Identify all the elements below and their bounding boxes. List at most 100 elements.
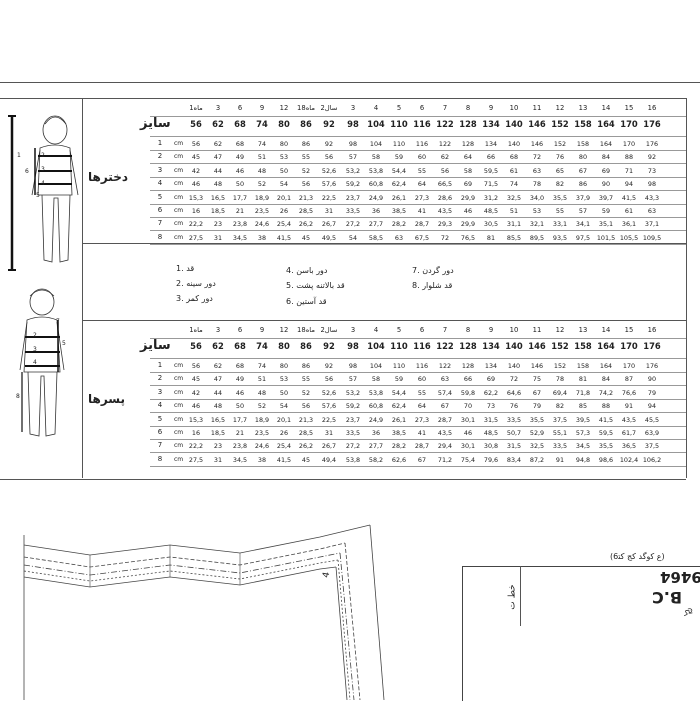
table-cell: 30,8	[483, 442, 499, 451]
table-cell: 36,5	[621, 442, 637, 451]
girl-measure-5: 5	[36, 192, 40, 199]
table-cell: 64	[463, 153, 473, 162]
row-number: 6	[157, 428, 163, 436]
size-cell: 170	[620, 341, 638, 351]
size-cell: 68	[234, 341, 246, 351]
table-cell: 62	[440, 153, 450, 162]
table-cell: 41	[417, 429, 427, 437]
table-cell: 64	[417, 180, 427, 189]
age-header-cell: 10	[509, 326, 519, 334]
table-cell: 60	[417, 153, 427, 162]
table-row-divider	[150, 230, 686, 232]
table-cell: 69	[601, 166, 611, 175]
table-cell: 65	[555, 166, 565, 175]
table-cell: 52,9	[529, 429, 545, 437]
row-number: 7	[157, 441, 163, 450]
table-cell: 85	[578, 402, 588, 411]
size-cell: 122	[436, 341, 454, 351]
table-cell: 59	[394, 375, 404, 384]
table-cell: 87,2	[529, 455, 545, 464]
row-number: 1	[157, 361, 163, 369]
table-cell: 27,5	[188, 455, 204, 464]
table-cell: 128	[461, 362, 475, 370]
table-cell: 15,3	[188, 193, 204, 202]
table-cell: 122	[438, 362, 452, 370]
table-cell: 134	[484, 140, 498, 148]
table-cell: 64,6	[506, 388, 522, 397]
age-header-cell: 12	[555, 104, 565, 112]
table-cell: 31	[324, 429, 334, 437]
table-cell: 93,5	[552, 233, 568, 242]
size-cell: 104	[367, 341, 385, 351]
size-cell: 128	[459, 119, 477, 129]
table-cell: 16,5	[210, 415, 226, 424]
unit-cell: cm	[174, 180, 184, 188]
table-cell: 48	[257, 166, 267, 175]
table-cell: 98	[348, 140, 358, 148]
table-cell: 67	[417, 455, 427, 464]
table-cell: 44	[213, 388, 223, 397]
table-cell: 53,8	[345, 455, 361, 464]
unit-cell: cm	[174, 442, 184, 450]
table-cell: 55	[555, 207, 565, 215]
legend-item: 4. دور باسن	[286, 266, 328, 275]
table-cell: 45	[301, 233, 311, 242]
table-cell: 64	[417, 402, 427, 411]
table-cell: 54	[279, 402, 289, 411]
table-cell: 71,2	[437, 455, 453, 464]
table-cell: 60	[417, 375, 427, 384]
table-cell: 35,1	[598, 220, 614, 229]
table-cell: 49	[235, 375, 245, 384]
table-cell: 34,1	[575, 220, 591, 229]
table-cell: 62,2	[483, 388, 499, 397]
table-cell: 71,5	[483, 180, 499, 189]
table-cell: 49	[235, 153, 245, 162]
table-cell: 51	[257, 375, 267, 384]
unit-cell: cm	[174, 402, 184, 410]
table-cell: 69	[463, 180, 473, 189]
pattern-brand: B.C	[652, 588, 683, 607]
unit-cell: cm	[174, 375, 184, 383]
table-cell: 46	[191, 180, 201, 189]
table-cell: 55	[417, 166, 427, 175]
table-cell: 176	[645, 362, 659, 370]
table-cell: 37,9	[575, 193, 591, 202]
table-cell: 49,5	[321, 233, 337, 242]
table-cell: 25,4	[276, 220, 292, 229]
table-cell: 50	[235, 402, 245, 411]
table-cell: 27,2	[345, 220, 361, 229]
table-cell: 85,5	[506, 233, 522, 242]
size-cell: 164	[597, 119, 615, 129]
table-cell: 16	[191, 207, 201, 215]
size-cell: 98	[347, 119, 359, 129]
table-cell: 52,6	[321, 388, 337, 397]
legend-item: 3. دور کمر	[176, 294, 213, 303]
table-cell: 158	[576, 140, 590, 148]
table-cell: 24,9	[368, 415, 384, 424]
table-cell: 32,1	[529, 220, 545, 229]
table-cell: 52	[257, 180, 267, 189]
table-cell: 62,4	[391, 180, 407, 189]
table-row-divider	[150, 465, 686, 467]
age-header-cell: 8	[465, 104, 471, 112]
table-cell: 59,2	[345, 180, 361, 189]
table-cell: 30,1	[460, 415, 476, 424]
table-cell: 81	[486, 233, 496, 242]
table-cell: 21,3	[298, 415, 314, 424]
table-cell: 170	[622, 362, 636, 370]
size-cell: 80	[278, 341, 290, 351]
table-cell: 87	[624, 375, 634, 384]
table-row-divider	[150, 217, 686, 218]
age-header-cell: 16	[647, 104, 657, 112]
age-header-cell: ماه1	[189, 104, 203, 112]
table-cell: 57	[348, 375, 358, 384]
size-cell: 110	[390, 341, 408, 351]
table-row-divider	[150, 412, 686, 414]
table-cell: 54	[279, 180, 289, 189]
girl-measure-6: 6	[25, 168, 29, 175]
age-header-cell: 9	[259, 104, 265, 112]
table-cell: 55,1	[552, 429, 568, 437]
table-cell: 28,5	[298, 207, 314, 215]
table-cell: 53,8	[368, 166, 384, 175]
